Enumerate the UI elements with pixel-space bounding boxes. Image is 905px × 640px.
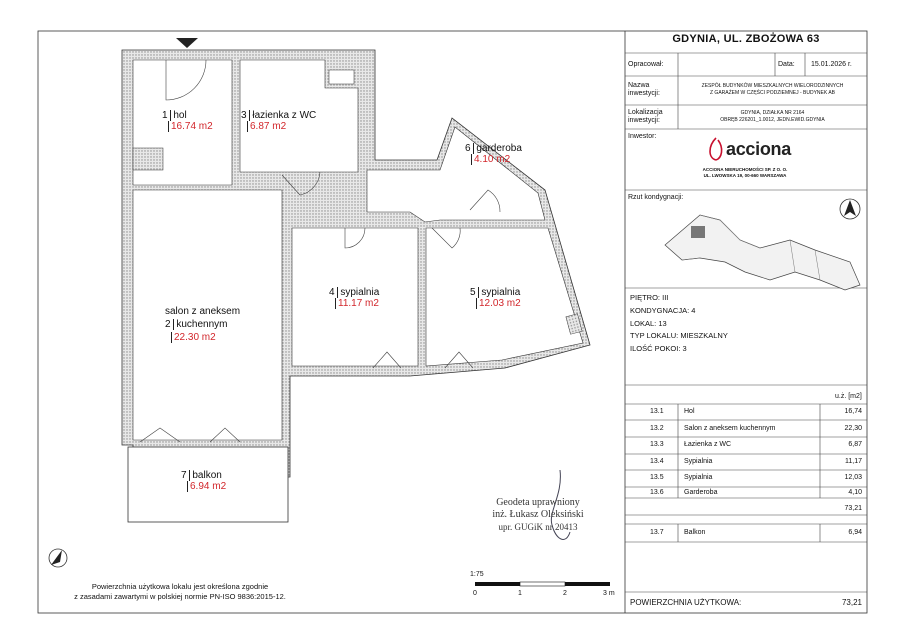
unit-info-rooms: ILOŚĆ POKOI: 3 bbox=[630, 344, 687, 354]
table-row-area: 4,10 bbox=[848, 489, 862, 496]
scale-tick-1: 1 bbox=[518, 590, 522, 597]
table-row-no: 13.2 bbox=[650, 425, 664, 432]
table-row-area: 12,03 bbox=[844, 474, 862, 481]
room-sypialnia-5 bbox=[425, 227, 584, 367]
usable-area-label: POWIERZCHNIA UŻYTKOWA: bbox=[630, 598, 742, 607]
room-garderoba bbox=[366, 126, 546, 223]
table-row-area: 6,87 bbox=[848, 441, 862, 448]
investor-address: ACCIONA NIERUCHOMOŚCI SP. Z O. O.UL. LWO… bbox=[702, 167, 788, 178]
investment-name-value: ZESPÓŁ BUDYNKÓW MIESZKALNYCH WIELORODZIN… bbox=[701, 83, 844, 96]
entrance-arrow bbox=[176, 38, 198, 48]
north-arrow-small-icon bbox=[839, 198, 861, 220]
floor-plan bbox=[121, 38, 591, 523]
table-row-area: 16,74 bbox=[844, 408, 862, 415]
unit-info-unit: LOKAL: 13 bbox=[630, 318, 667, 328]
area-unit-header: u.ż. [m2] bbox=[835, 393, 862, 400]
unit-info-floor: PIĘTRO: III bbox=[630, 293, 669, 302]
table-balcony-name: Balkon bbox=[684, 529, 706, 536]
room-label-salon: salon z aneksem 2 kuchennym 22.30 m2 bbox=[165, 306, 241, 343]
table-row-no: 13.5 bbox=[650, 474, 664, 481]
scale-tick-0: 0 bbox=[473, 590, 477, 597]
room-sypialnia-4 bbox=[291, 227, 419, 367]
room-label-sypialnia-4: 4 sypialnia 11.17 m2 bbox=[329, 287, 380, 309]
table-row-name: Sypialnia bbox=[684, 458, 713, 465]
floor-plan-label: Rzut kondygnacji: bbox=[628, 194, 684, 201]
date-value: 15.01.2026 r. bbox=[811, 61, 852, 68]
table-balcony-area: 6,94 bbox=[848, 529, 862, 536]
usable-area-value: 73,21 bbox=[841, 598, 862, 607]
room-lazienka bbox=[239, 59, 359, 173]
address-title: GDYNIA, UL. ZBOŻOWA 63 bbox=[672, 33, 820, 45]
table-row-area: 11,17 bbox=[845, 458, 862, 465]
table-row-no: 13.6 bbox=[650, 489, 664, 496]
room-label-hol: 1 hol 16.74 m2 bbox=[162, 110, 213, 132]
room-label-garderoba: 6 garderoba 4.10 m2 bbox=[465, 143, 522, 165]
area-footnote: Powierzchnia użytkowa lokalu jest określ… bbox=[74, 582, 286, 601]
table-row-name: Hol bbox=[684, 408, 695, 415]
table-subtotal: 73,21 bbox=[844, 505, 862, 512]
scale-ratio: 1:75 bbox=[470, 571, 484, 578]
room-label-sypialnia-5: 5 sypialnia 12.03 m2 bbox=[470, 287, 521, 309]
room-salon bbox=[132, 189, 283, 441]
prepared-label: Opracował: bbox=[628, 61, 664, 68]
acciona-logo-icon bbox=[709, 137, 723, 161]
building-key-plan bbox=[664, 214, 861, 291]
north-arrow-icon bbox=[48, 548, 68, 568]
signature bbox=[550, 469, 571, 540]
table-row-name: Salon z aneksem kuchennym bbox=[684, 425, 776, 432]
investor-logo-text: acciona bbox=[726, 139, 791, 159]
table-row-no: 13.4 bbox=[650, 458, 664, 465]
unit-info-storey: KONDYGNACJA: 4 bbox=[630, 305, 696, 315]
scale-bar bbox=[475, 581, 610, 587]
table-balcony-no: 13.7 bbox=[650, 529, 664, 536]
table-row-no: 13.3 bbox=[650, 441, 664, 448]
table-row-no: 13.1 bbox=[650, 408, 664, 415]
unit-info-type: TYP LOKALU: MIESZKALNY bbox=[630, 331, 728, 341]
investor-label: Inwestor: bbox=[628, 133, 657, 140]
room-balkon bbox=[127, 446, 289, 523]
date-label: Data: bbox=[778, 61, 795, 68]
unit-info: PIĘTRO: III KONDYGNACJA: 4 LOKAL: 13 TYP… bbox=[630, 292, 728, 356]
surveyor-stamp: Geodeta uprawniony inż. Łukasz Oleksińsk… bbox=[492, 497, 584, 532]
table-row-area: 22,30 bbox=[844, 425, 862, 432]
scale-tick-3: 3 m bbox=[603, 590, 615, 597]
room-label-balkon: 7 balkon 6.94 m2 bbox=[181, 470, 227, 492]
scale-tick-2: 2 bbox=[563, 590, 567, 597]
table-row-name: Garderoba bbox=[684, 489, 718, 496]
room-label-lazienka: 3 łazienka z WC 6.87 m2 bbox=[241, 110, 317, 132]
table-row-name: Sypialnia bbox=[684, 474, 713, 481]
table-row-name: Łazienka z WC bbox=[684, 441, 732, 448]
